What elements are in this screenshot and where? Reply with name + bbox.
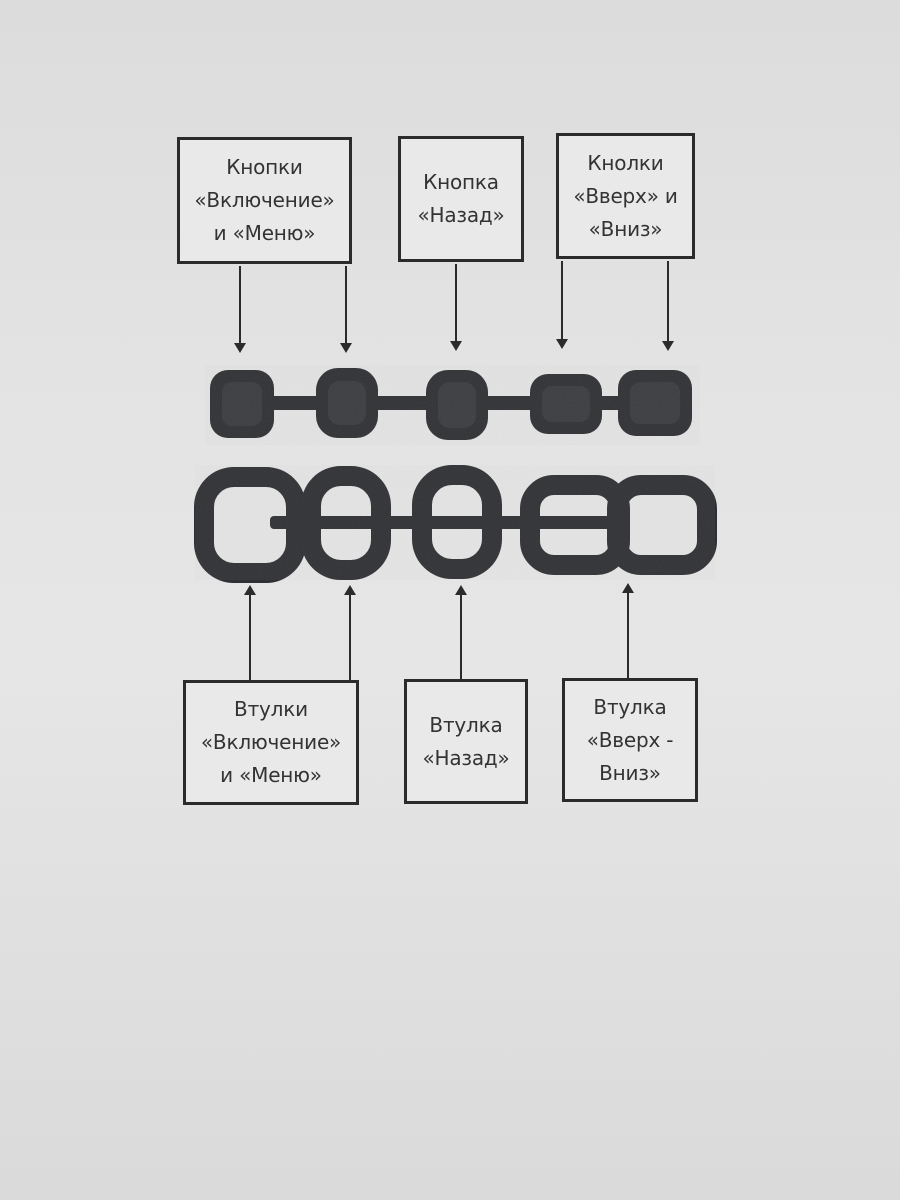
bushing-strip-speckle xyxy=(195,465,715,580)
label-back-bushing-text: Втулка «Назад» xyxy=(422,712,510,770)
label-up-down-bushing: Втулка «Вверх - Вниз» xyxy=(562,678,698,802)
top-arrows xyxy=(234,261,674,353)
bottom-arrows xyxy=(244,583,634,682)
label-power-menu-bushings: Втулки «Включение» и «Меню» xyxy=(183,680,359,805)
label-up-down-buttons-text: Кнолки «Вверх» и «Вниз» xyxy=(573,150,678,241)
label-up-down-buttons: Кнолки «Вверх» и «Вниз» xyxy=(556,133,695,259)
label-back-bushing: Втулка «Назад» xyxy=(404,679,528,804)
label-power-menu-buttons: Кнопки «Включение» и «Меню» xyxy=(177,137,352,264)
button-strip xyxy=(205,365,700,445)
label-back-button: Кнопка «Назад» xyxy=(398,136,524,262)
bushing-strip xyxy=(194,465,717,583)
button-strip-speckle xyxy=(205,365,700,445)
label-back-button-text: Кнопка «Назад» xyxy=(417,170,505,227)
label-up-down-bushing-text: Втулка «Вверх - Вниз» xyxy=(586,694,674,785)
label-power-menu-buttons-text: Кнопки «Включение» и «Меню» xyxy=(194,155,335,245)
label-power-menu-bushings-text: Втулки «Включение» и «Меню» xyxy=(200,697,342,787)
